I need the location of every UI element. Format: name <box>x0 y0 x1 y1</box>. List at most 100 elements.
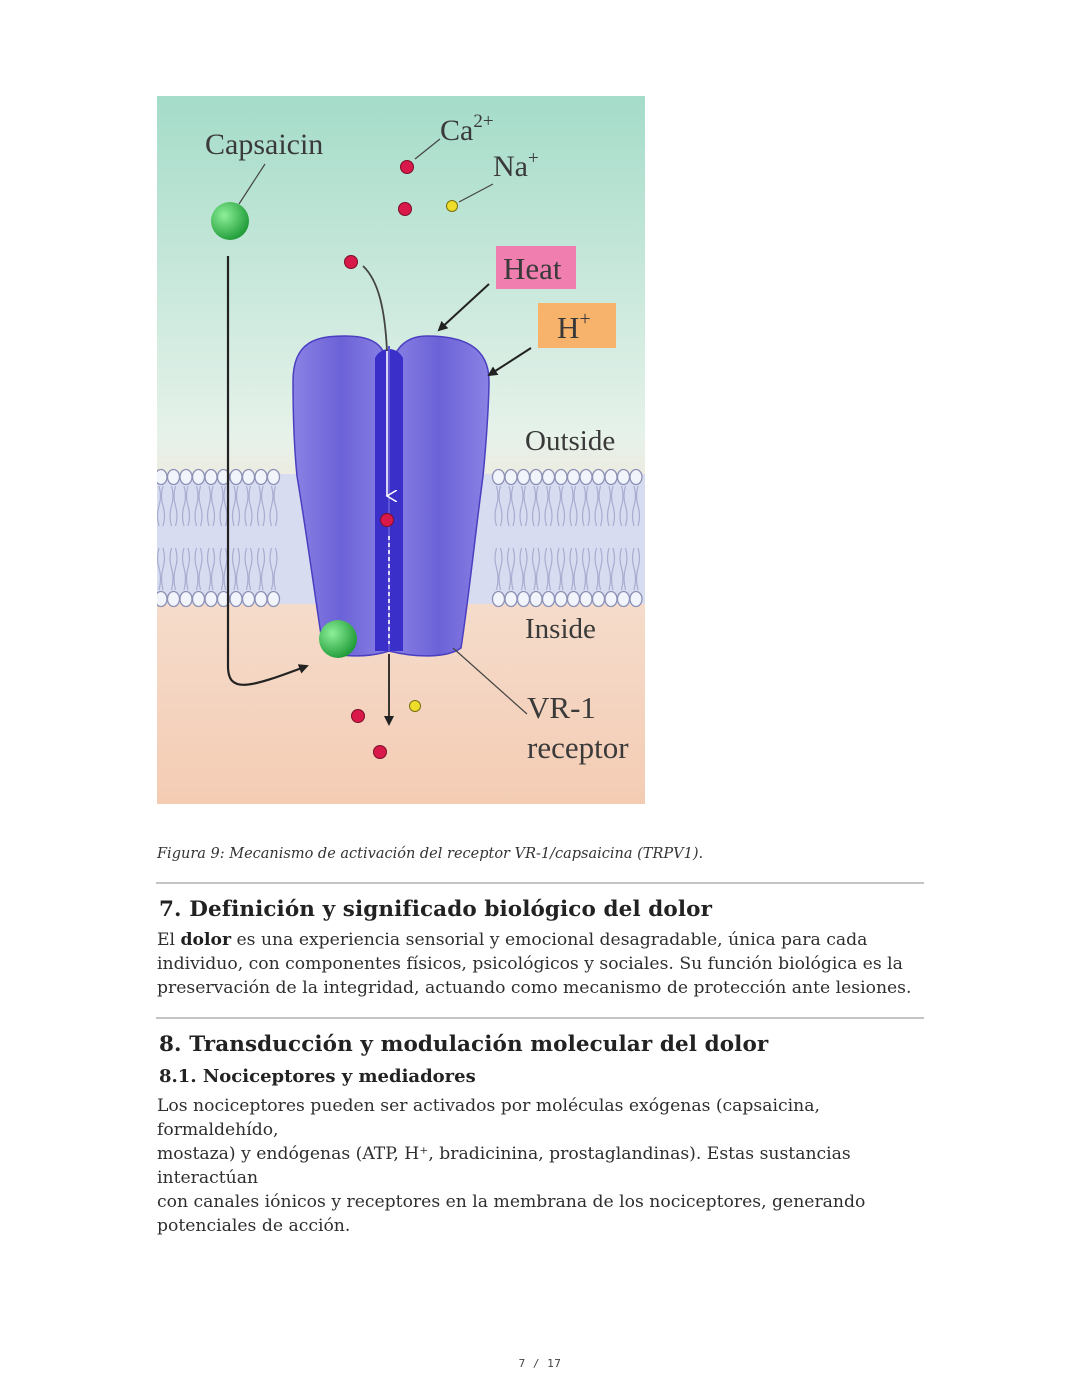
calcium-label: Ca2+ <box>440 111 494 147</box>
bold-term: dolor <box>180 930 232 950</box>
lipid-tail <box>157 485 166 527</box>
lipid-head <box>604 468 618 486</box>
lipid-head <box>516 468 531 486</box>
sodium-ion <box>446 200 458 212</box>
lipid-tail <box>181 485 191 527</box>
paragraph-line: mostaza) y endógenas (ATP, H⁺, bradicini… <box>157 1144 851 1188</box>
lipid-head <box>157 590 168 608</box>
lipid-tail <box>269 547 278 591</box>
ion-flow-arrow-top <box>362 265 388 352</box>
receptor-label-line2: receptor <box>527 730 629 765</box>
lipid-tail <box>169 547 178 591</box>
lipid-head <box>491 468 506 486</box>
proton-box <box>538 303 616 348</box>
lipid-head <box>541 590 556 608</box>
lipid-tail <box>606 485 616 527</box>
paragraph-line: individuo, con componentes físicos, psic… <box>157 954 903 974</box>
lipid-head <box>591 590 606 608</box>
paragraph-line: El dolor es una experiencia sensorial y … <box>157 928 937 952</box>
lipid-head <box>529 590 543 608</box>
lipid-tail <box>494 547 503 591</box>
lipid-tail <box>556 547 566 591</box>
lipid-tail <box>169 485 178 527</box>
lipid-tail <box>506 485 516 527</box>
sodium-symbol: Na <box>493 150 528 183</box>
calcium-charge: 2+ <box>473 111 493 132</box>
section-8-title: 8. Transducción y modulación molecular d… <box>159 1032 769 1057</box>
lipid-head <box>254 468 268 486</box>
lipid-tail <box>594 485 603 527</box>
receptor-label-line1: VR-1 <box>527 690 596 725</box>
lipid-head <box>254 590 268 608</box>
lipid-head <box>179 468 193 486</box>
lipid-tail <box>569 485 578 527</box>
inside-label: Inside <box>525 613 596 645</box>
lipid-tail <box>519 485 528 527</box>
lipid-head <box>604 590 618 608</box>
lipid-head <box>266 468 281 486</box>
capsaicin-path-arrow <box>226 256 309 686</box>
lipid-head <box>241 590 256 608</box>
vr1-mechanism-figure: Capsaicin Ca2+ Na+ Heat H+ Outside Insid… <box>157 96 645 804</box>
lipid-tail <box>581 485 591 527</box>
paragraph-line: Los nociceptores pueden ser activados po… <box>157 1096 820 1140</box>
lipid-tail <box>531 547 541 591</box>
lipid-tail <box>594 547 603 591</box>
lipid-tail <box>631 547 641 591</box>
paragraph-line: potenciales de acción. <box>157 1216 351 1236</box>
lipid-tail <box>206 485 216 527</box>
figure-caption: Figura 9: Mecanismo de activación del re… <box>157 846 704 862</box>
lipid-head <box>179 590 193 608</box>
calcium-ion <box>351 709 365 723</box>
lipid-tail <box>219 547 228 591</box>
section-divider <box>156 882 924 884</box>
lipid-head <box>191 468 206 486</box>
sodium-charge: + <box>528 148 539 169</box>
heat-box <box>496 246 576 289</box>
lipid-head <box>629 468 643 486</box>
lipid-tail <box>194 485 203 527</box>
lipid-head <box>166 468 181 486</box>
lipid-head <box>166 590 181 608</box>
lipid-tail <box>206 547 216 591</box>
section-8-paragraph: Los nociceptores pueden ser activados po… <box>157 1094 937 1238</box>
calcium-leader-line <box>414 138 441 160</box>
lipid-tail <box>256 547 266 591</box>
lipid-head <box>241 468 256 486</box>
lipid-tail <box>194 547 203 591</box>
lipid-tail <box>544 547 553 591</box>
lipid-head <box>204 590 218 608</box>
lipid-tail <box>631 485 641 527</box>
calcium-ion <box>398 202 412 216</box>
lipid-tail <box>181 547 191 591</box>
lipid-head <box>579 590 593 608</box>
lipid-tail <box>494 485 503 527</box>
lipid-head <box>591 468 606 486</box>
lipid-tail <box>569 547 578 591</box>
lipid-head <box>566 590 581 608</box>
lipid-tail <box>519 547 528 591</box>
bound-capsaicin <box>319 620 357 658</box>
lipid-tail <box>244 485 253 527</box>
lipid-tail <box>269 485 278 527</box>
page-number: 7 / 17 <box>518 1357 562 1370</box>
lipid-head <box>191 590 206 608</box>
calcium-ion <box>400 160 414 174</box>
lipid-head <box>504 468 518 486</box>
lipid-head <box>616 590 631 608</box>
lipid-tail <box>256 485 266 527</box>
lipid-tail <box>244 547 253 591</box>
proton-arrow <box>487 347 532 377</box>
lipid-head <box>579 468 593 486</box>
lipid-head <box>616 468 631 486</box>
lipid-head <box>566 468 581 486</box>
proton-charge: + <box>579 308 590 330</box>
receptor-leader-line <box>452 647 528 715</box>
outside-label: Outside <box>525 425 615 457</box>
lipid-tail <box>231 485 241 527</box>
figure-illustration: Capsaicin Ca2+ Na+ Heat H+ Outside Insid… <box>157 96 645 804</box>
lipid-tail <box>619 547 628 591</box>
lipid-tail <box>606 547 616 591</box>
lipid-tail <box>231 547 241 591</box>
section-divider <box>156 1017 924 1019</box>
